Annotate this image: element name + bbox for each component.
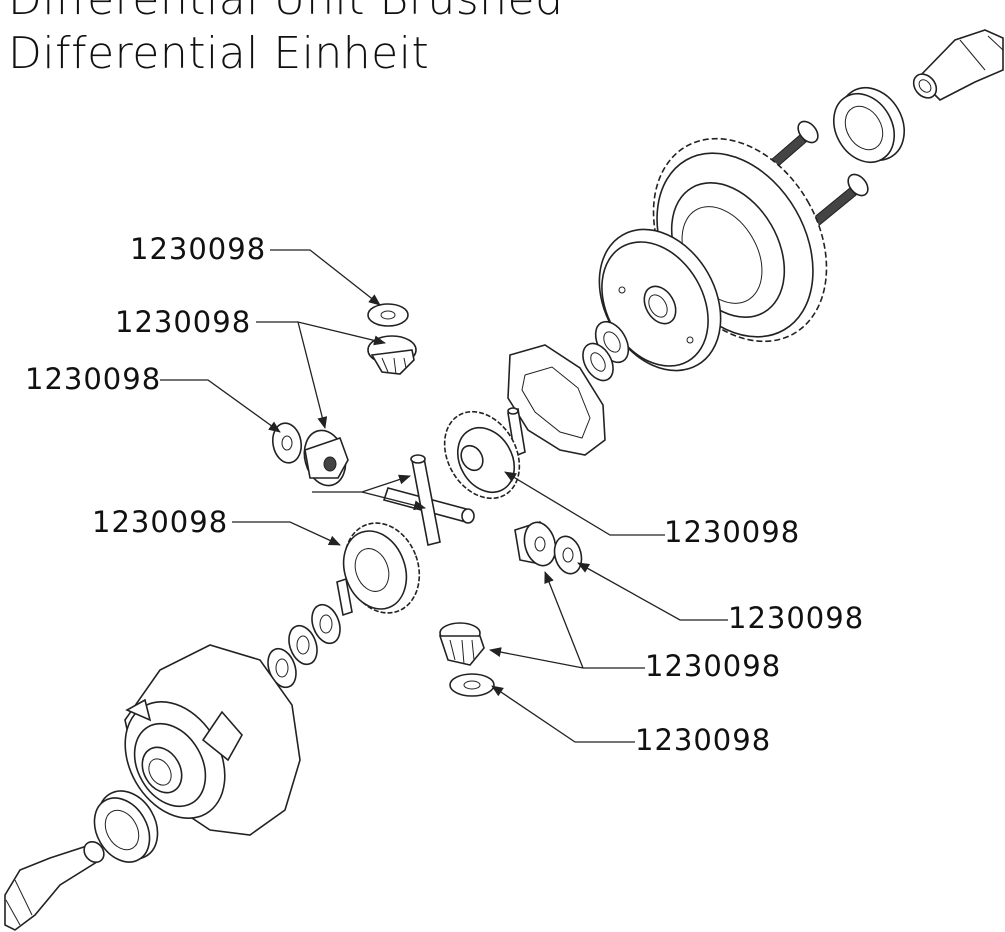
part-number-label: 1230098	[25, 362, 162, 396]
part-number-label: 1230098	[645, 649, 782, 683]
pinion-gear-top	[367, 335, 417, 375]
washer-small-1	[367, 303, 409, 327]
bearing-bottom	[93, 790, 159, 863]
diff-cover	[598, 228, 722, 372]
diff-housing	[124, 644, 301, 836]
cross-shaft	[382, 454, 475, 546]
output-cup-top	[912, 29, 1004, 101]
pinion-gear-bottom	[438, 622, 485, 666]
output-cup-bottom	[4, 840, 105, 931]
pinion-gear-right	[514, 521, 557, 567]
page-title: Differential Unit Brushed	[8, 0, 564, 25]
side-gear-left	[342, 522, 421, 614]
part-number-label: 1230098	[130, 232, 267, 266]
part-number-label: 1230098	[635, 723, 772, 757]
washer-left	[271, 422, 303, 464]
pinion-gear-left	[303, 429, 349, 487]
washer-lower-1	[311, 603, 341, 645]
part-number-label: 1230098	[115, 305, 252, 339]
page-subtitle: Differential Einheit	[8, 28, 430, 79]
leader-lines	[160, 249, 728, 743]
washer-lower-2	[288, 624, 318, 666]
side-gear-right	[443, 410, 521, 500]
part-number-label: 1230098	[92, 505, 229, 539]
part-number-label: 1230098	[728, 601, 865, 635]
bearing-top	[833, 87, 905, 163]
washer-right	[553, 535, 583, 575]
part-number-label: 1230098	[664, 515, 801, 549]
pin-lower	[336, 577, 353, 617]
washer-bottom	[449, 673, 495, 697]
washer-cover-b	[582, 342, 614, 382]
